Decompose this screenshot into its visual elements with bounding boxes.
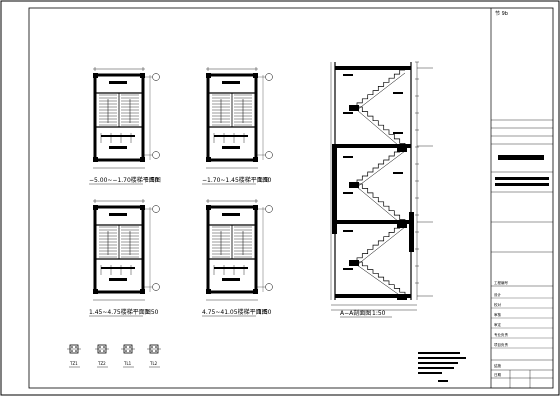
section-label: A−A剖面图 [340, 309, 371, 317]
general-notes [418, 352, 466, 382]
signature-row-label: 校对 [494, 302, 502, 307]
signature-row-label: 设计 [494, 292, 502, 297]
drawing-number: 结施 [494, 363, 502, 368]
stair-plans: −5.00~−1.70楼梯平面图1:50−1.70~1.45楼梯平面图1:501… [89, 67, 273, 317]
signature-row-label: 专业负责 [494, 332, 508, 337]
detail-label: TL2 [149, 361, 158, 366]
plan-label: 4.75~41.05楼梯平面图 [202, 308, 268, 316]
signature-row-label: 项目负责 [494, 342, 508, 347]
date-label: 日期 [494, 372, 502, 377]
project-code: 工程编号 [494, 280, 508, 285]
section-aa [330, 61, 433, 318]
detail-label: TZ1 [69, 361, 78, 366]
detail-label: TZ2 [97, 361, 106, 366]
detail-item: TL2 [147, 344, 161, 368]
project-name-line-1 [495, 177, 549, 180]
detail-item: TZ2 [95, 344, 109, 368]
plan-scale: 1:50 [145, 177, 159, 184]
corner-mark: 节 9b [495, 11, 508, 17]
section-scale: 1:50 [372, 310, 386, 317]
plan-label: −5.00~−1.70楼梯平面图 [89, 176, 161, 184]
plan-scale: 1:50 [258, 177, 272, 184]
project-name-line-2 [495, 183, 549, 186]
detail-item: TZ1 [67, 344, 81, 368]
detail-item: TL1 [121, 344, 135, 368]
inner-frame [28, 7, 554, 389]
company-name-block [498, 155, 544, 160]
signature-row-label: 审定 [494, 322, 502, 327]
plan-label: −1.70~1.45楼梯平面图 [202, 176, 269, 184]
plan-label: 1.45~4.75楼梯平面图 [89, 308, 151, 316]
plan-scale: 1:50 [145, 309, 159, 316]
detail-label: TL1 [123, 361, 132, 366]
plan-scale: 1:50 [258, 309, 272, 316]
signature-row-label: 审核 [494, 312, 502, 317]
column-details: TZ1 TZ2 TL1 TL2 [67, 344, 161, 368]
